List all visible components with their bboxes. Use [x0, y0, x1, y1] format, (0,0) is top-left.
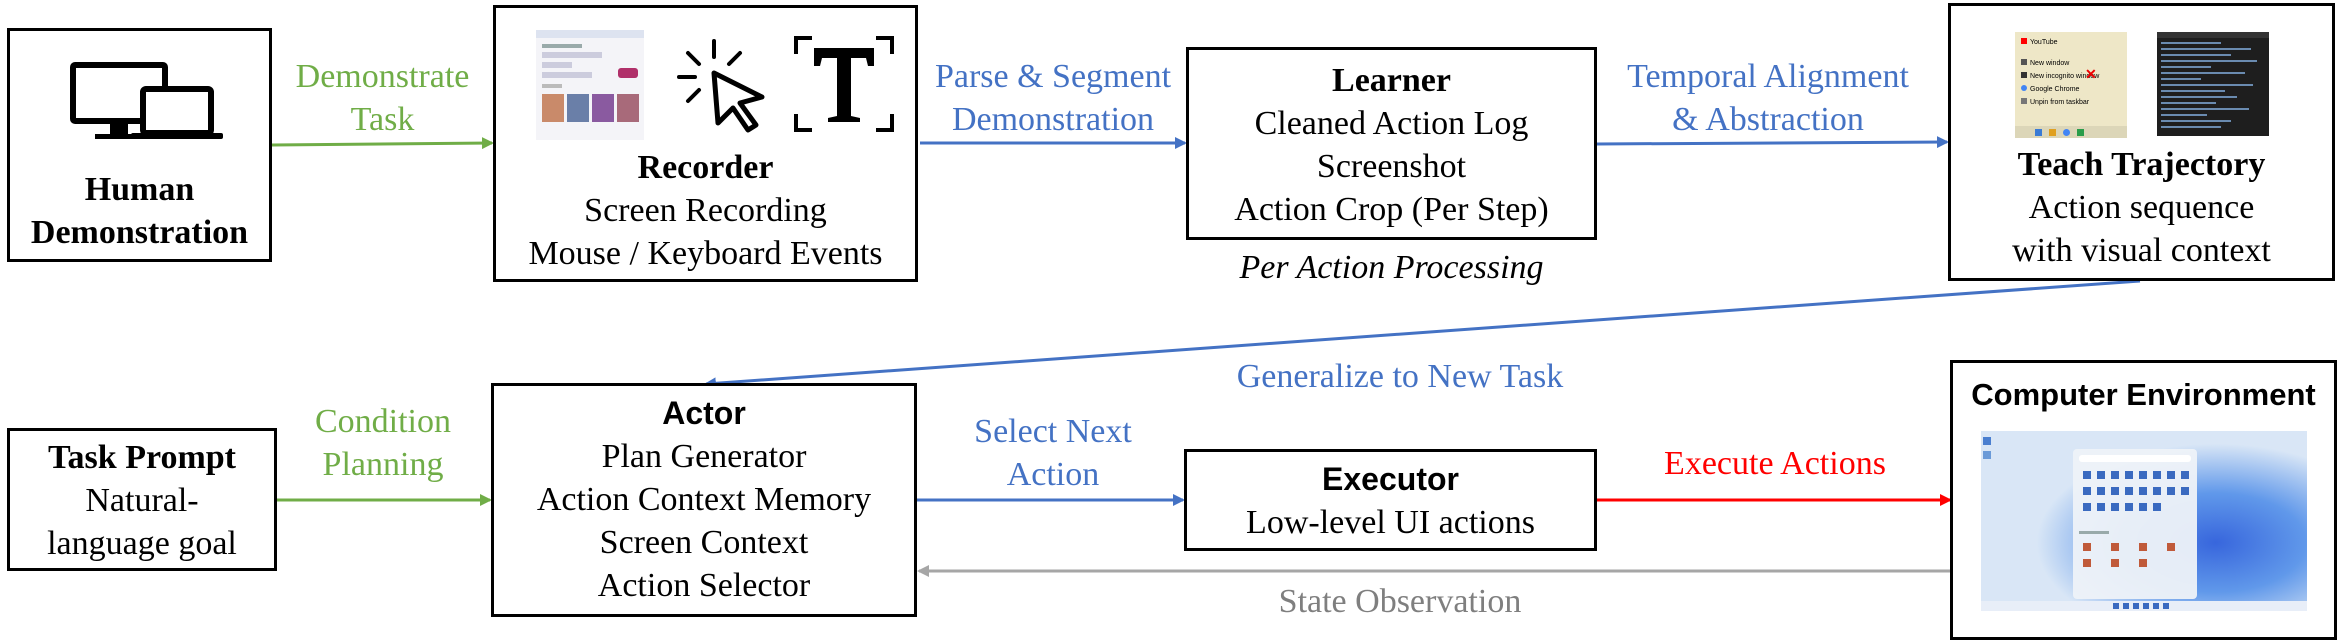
task-prompt-line: Natural- [85, 482, 199, 519]
click-x-marker-icon: ✕ [2085, 66, 2097, 82]
label-line: Parse & Segment [934, 58, 1172, 95]
menu-item-label: New window [2030, 60, 2070, 67]
menu-item: New incognito window✕ [2015, 66, 2127, 83]
label-state-observation: State Observation [1180, 580, 1620, 623]
task-prompt-line: language goal [47, 525, 237, 562]
incognito-icon [2021, 72, 2027, 78]
node-actor: Actor Plan Generator Action Context Memo… [491, 383, 917, 617]
taskbar-icon [2035, 129, 2042, 136]
label-line: Demonstrate [295, 58, 470, 95]
actor-line: Action Context Memory [536, 481, 872, 518]
browser-screenshot-thumbnail [536, 30, 644, 140]
executor-title: Executor [1322, 461, 1459, 497]
actor-line: Plan Generator [601, 438, 807, 475]
actor-title: Actor [662, 395, 746, 431]
taskbar-strip [2015, 126, 2127, 138]
label-line: Action [1006, 456, 1100, 493]
computer-title: Computer Environment [1971, 377, 2316, 412]
recorder-title: Recorder [637, 149, 774, 186]
menu-item-label: YouTube [2030, 39, 2058, 46]
label-temporal-alignment: Temporal Alignment & Abstraction [1598, 55, 1938, 141]
menu-item-label: Google Chrome [2030, 86, 2080, 93]
label-line: Demonstration [951, 101, 1155, 138]
title-line: Human [84, 171, 195, 208]
label-line: Execute Actions [1664, 445, 1886, 482]
learner-line: Screenshot [1316, 148, 1467, 185]
node-human-demonstration: Human Demonstration [7, 28, 272, 262]
node-teach-trajectory: YouTube New window New incognito window✕… [1948, 3, 2335, 281]
teach-text: Teach Trajectory Action sequence with vi… [1951, 143, 2332, 272]
arrow-demonstrate [271, 137, 494, 150]
recorder-line: Mouse / Keyboard Events [528, 235, 883, 272]
learner-text: Learner Cleaned Action Log Screenshot Ac… [1189, 59, 1594, 231]
menu-item: New window [2015, 57, 2127, 70]
executor-text: Executor Low-level UI actions [1187, 458, 1594, 544]
actor-line: Action Selector [597, 567, 811, 604]
unpin-icon [2021, 98, 2027, 104]
human-title: Human Demonstration [10, 168, 269, 254]
executor-line: Low-level UI actions [1246, 504, 1535, 541]
teach-line: with visual context [2012, 232, 2271, 269]
text-cursor-icon [794, 36, 894, 132]
label-line: Select Next [974, 413, 1132, 450]
menu-item: Unpin from taskbar [2015, 96, 2127, 109]
label-line: Temporal Alignment [1627, 58, 1909, 95]
title-line: Demonstration [30, 214, 249, 251]
youtube-icon [2021, 38, 2027, 44]
arrow-generalize [704, 279, 2141, 390]
arrow-temporal [1596, 136, 1949, 149]
recorder-text: Recorder Screen Recording Mouse / Keyboa… [496, 146, 915, 275]
menu-item: YouTube [2015, 36, 2127, 49]
menu-item-label: New incognito window [2030, 73, 2100, 80]
label-line: Condition [314, 403, 452, 440]
desktop-laptop-icon [70, 62, 223, 139]
menu-item: Google Chrome [2015, 83, 2127, 96]
windows-start-menu-screenshot [1981, 431, 2307, 611]
learner-caption: Per Action Processing [1239, 249, 1544, 286]
learner-title: Learner [1332, 62, 1451, 99]
learner-line: Action Crop (Per Step) [1234, 191, 1549, 228]
node-task-prompt: Task Prompt Natural- language goal [7, 428, 277, 571]
label-generalize: Generalize to New Task [1180, 355, 1620, 398]
label-execute-actions: Execute Actions [1600, 442, 1950, 485]
label-line: Task [350, 101, 415, 138]
label-line: State Observation [1278, 583, 1522, 620]
label-line: Planning [322, 446, 444, 483]
chrome-icon [2021, 85, 2027, 91]
context-menu-screenshot: YouTube New window New incognito window✕… [2015, 32, 2127, 138]
node-learner: Learner Cleaned Action Log Screenshot Ac… [1186, 47, 1597, 240]
teach-title: Teach Trajectory [2017, 146, 2266, 183]
node-executor: Executor Low-level UI actions [1184, 449, 1597, 551]
learner-line: Cleaned Action Log [1254, 105, 1529, 142]
menu-item-label: Unpin from taskbar [2030, 99, 2090, 106]
taskbar-icon [2049, 129, 2056, 136]
label-condition-planning: Condition Planning [278, 400, 488, 486]
node-recorder: Recorder Screen Recording Mouse / Keyboa… [493, 5, 918, 282]
task-prompt-text: Task Prompt Natural- language goal [10, 436, 274, 565]
cursor-click-icon [677, 39, 765, 133]
actor-line: Screen Context [599, 524, 809, 561]
teach-line: Action sequence [2028, 189, 2255, 226]
label-line: & Abstraction [1672, 101, 1864, 138]
window-icon [2021, 59, 2027, 65]
actor-text: Actor Plan Generator Action Context Memo… [494, 392, 914, 607]
label-line: Generalize to New Task [1236, 358, 1564, 395]
label-demonstrate-task: Demonstrate Task [275, 55, 490, 141]
task-prompt-title: Task Prompt [48, 439, 236, 476]
recorder-line: Screen Recording [584, 192, 827, 229]
label-select-next-action: Select Next Action [918, 410, 1188, 496]
taskbar-icon [2063, 129, 2070, 136]
node-computer-environment: Computer Environment [1950, 360, 2337, 640]
code-editor-screenshot [2157, 32, 2269, 136]
label-parse-segment: Parse & Segment Demonstration [918, 55, 1188, 141]
taskbar-icon [2077, 129, 2084, 136]
